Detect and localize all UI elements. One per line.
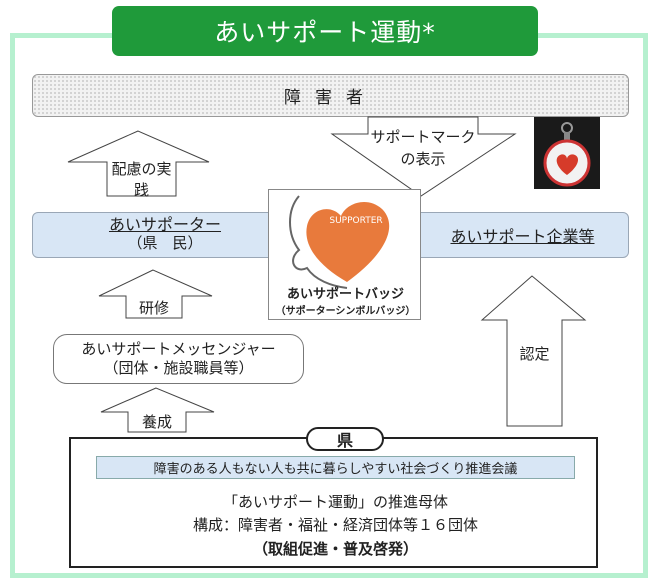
training-up-label: 養成 xyxy=(141,412,172,431)
page-title: あいサポート運動* xyxy=(112,6,538,56)
supporter-badge: SUPPORTER あいサポートバッジ （サポーターシンボルバッジ） xyxy=(268,189,421,320)
keychain-image xyxy=(534,117,600,189)
supporter-sub: （県 民） xyxy=(127,234,203,252)
training-label: 研修 xyxy=(138,298,169,317)
certification-label: 認定 xyxy=(519,344,550,363)
company-label: あいサポート企業等 xyxy=(450,227,595,246)
banner-persons-with-disabilities: 障害者 xyxy=(32,74,629,117)
badge-sub: （サポーターシンボルバッジ） xyxy=(275,306,416,317)
practice-label: 配慮の実践 xyxy=(111,160,172,199)
prefecture-line2: 構成：障害者・福祉・経済団体等１６団体 xyxy=(192,516,478,534)
support-mark-label-line1: サポートマーク xyxy=(370,128,476,146)
support-mark-label-line2: の表示 xyxy=(400,150,446,168)
badge-supporter-text: SUPPORTER xyxy=(329,216,383,226)
training-up-arrow xyxy=(100,387,215,433)
support-mark-label: サポートマーク の表示 xyxy=(368,126,478,174)
prefecture-tab: 県 xyxy=(306,427,384,451)
messenger-line1: あいサポートメッセンジャー xyxy=(81,340,276,358)
messenger-line2: （団体・施設職員等） xyxy=(103,359,254,377)
practice-arrow xyxy=(67,130,210,197)
prefecture-line3: （取組促進・普及啓発） xyxy=(252,540,418,558)
badge-name: あいサポートバッジ xyxy=(286,287,404,302)
certification-arrow xyxy=(480,275,587,427)
supporter-label: あいサポーター xyxy=(108,215,221,234)
keychain-photo xyxy=(534,117,600,189)
supporter-block: あいサポーター （県 民） xyxy=(70,215,260,257)
prefecture-line1: 「あいサポート運動」の推進母体 xyxy=(222,493,448,511)
training-arrow xyxy=(98,269,213,319)
council-name: 障害のある人もない人も共に暮らしやすい社会づくり推進会議 xyxy=(96,456,575,479)
messenger-box: あいサポートメッセンジャー （団体・施設職員等） xyxy=(53,334,304,384)
badge-heart-image xyxy=(289,195,390,289)
support-mark-arrow xyxy=(330,116,517,197)
